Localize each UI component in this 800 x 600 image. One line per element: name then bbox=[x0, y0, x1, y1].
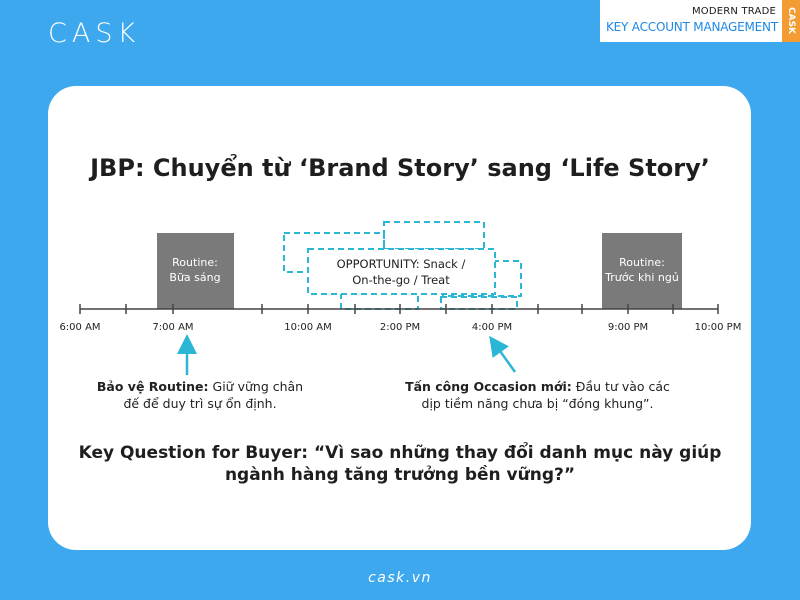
callout-left-bold: Bảo vệ Routine: bbox=[96, 379, 209, 394]
brand-badge: MODERN TRADE KEY ACCOUNT MANAGEMENT CASK bbox=[600, 0, 800, 42]
routine-box-morning bbox=[157, 233, 234, 309]
opportunity-line2: On-the-go / Treat bbox=[352, 273, 450, 287]
time-label: 2:00 PM bbox=[380, 322, 420, 333]
time-label: 7:00 AM bbox=[152, 322, 193, 333]
routine-night-line1: Routine: bbox=[619, 256, 665, 269]
dashed-box-2 bbox=[283, 232, 385, 273]
dashed-box-5 bbox=[440, 296, 518, 310]
callout-right-rest: Đầu tư vào các bbox=[575, 379, 670, 394]
brand-side-text: CASK bbox=[782, 0, 800, 42]
routine-night-line2: Trước khi ngủ bbox=[604, 271, 679, 284]
key-question: Key Question for Buyer: “Vì sao những th… bbox=[60, 442, 740, 486]
time-label: 6:00 AM bbox=[59, 322, 100, 333]
callout-left-rest: Giữ vững chân bbox=[212, 379, 304, 394]
opportunity-line1: OPPORTUNITY: Snack / bbox=[337, 257, 466, 271]
brand-main-text: KEY ACCOUNT MANAGEMENT bbox=[606, 20, 778, 34]
footer-site[interactable]: cask.vn bbox=[368, 570, 432, 586]
key-question-line2: ngành hàng tăng trưởng bền vững?” bbox=[224, 465, 576, 485]
page-title: JBP: Chuyển từ ‘Brand Story’ sang ‘Life … bbox=[90, 154, 710, 182]
time-label: 4:00 PM bbox=[472, 322, 512, 333]
time-labels: 6:00 AM 7:00 AM 10:00 AM 2:00 PM 4:00 PM… bbox=[59, 322, 741, 333]
time-label: 10:00 PM bbox=[695, 322, 742, 333]
time-label: 10:00 AM bbox=[284, 322, 331, 333]
callout-attack-occasion: Tấn công Occasion mới: Đầu tư vào các dị… bbox=[400, 378, 675, 412]
dashed-box-4 bbox=[340, 292, 419, 310]
key-question-line1: Key Question for Buyer: “Vì sao những th… bbox=[78, 443, 722, 463]
dashed-box-1 bbox=[383, 221, 485, 250]
routine-box-night bbox=[602, 233, 682, 309]
routine-morning-line2: Bữa sáng bbox=[169, 271, 220, 284]
content-card bbox=[48, 86, 751, 550]
routine-morning-line1: Routine: bbox=[172, 256, 218, 269]
brand-top-text: MODERN TRADE bbox=[691, 6, 776, 17]
callout-left-line2: đế để duy trì sự ổn định. bbox=[123, 396, 277, 411]
opportunity-box bbox=[307, 248, 496, 295]
timeline-ticks bbox=[79, 304, 719, 314]
arrow-right bbox=[489, 335, 517, 373]
callout-right-line2: dịp tiềm năng chưa bị “đóng khung”. bbox=[421, 396, 654, 411]
cask-logo: CASK bbox=[48, 18, 141, 49]
callout-right-bold: Tấn công Occasion mới: bbox=[405, 379, 572, 394]
time-label: 9:00 PM bbox=[608, 322, 648, 333]
callout-protect-routine: Bảo vệ Routine: Giữ vững chân đế để duy … bbox=[95, 378, 305, 412]
